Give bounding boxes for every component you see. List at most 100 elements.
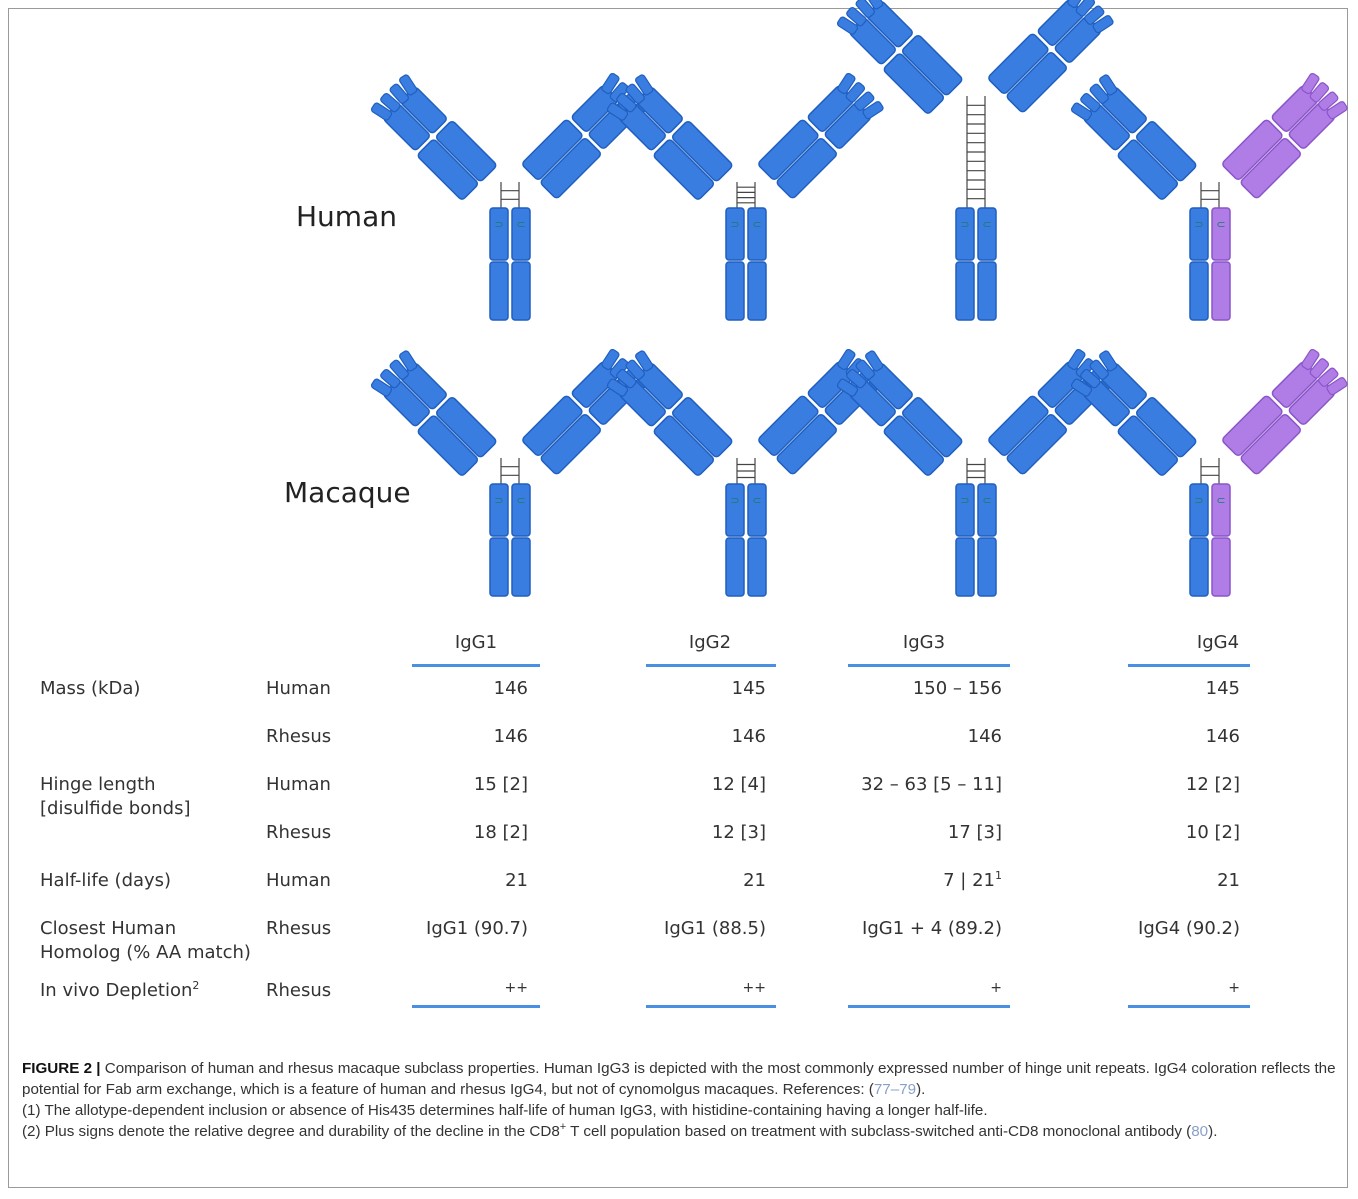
value-cell: 18 [2] [473,822,528,843]
value-cell: ++ [742,980,766,996]
fab-arm-right [1222,72,1348,199]
linker-mark: ⊃ [960,218,969,231]
value-cell: ++ [504,980,528,996]
species-label: Rhesus [266,918,332,939]
value-cell: 12 [2] [1185,774,1240,795]
antibody-macaque-igg2: ⊃⊂ [606,348,884,597]
caption-main: FIGURE 2 | Comparison of human and rhesu… [22,1058,1340,1100]
fab-arm-right [988,0,1114,113]
footer-rule-igg3 [848,1005,1010,1008]
fab-arm-left [370,350,497,476]
value-cell: 21 [505,870,528,891]
species-label: Rhesus [266,822,332,843]
value-cell: 21 [743,870,766,891]
prop-text: In vivo Depletion [40,980,193,1001]
caption-text: (2) Plus signs denote the relative degre… [22,1123,560,1140]
figure-label: FIGURE 2 | [22,1060,101,1077]
value-cell: IgG4 (90.2) [1138,918,1240,939]
value-cell: 146 [967,726,1002,747]
footnote-marker: 2 [192,979,200,992]
prop-closest-homolog: Closest Human [40,918,177,939]
prop-hinge-length-sub: [disulfide bonds] [40,798,191,819]
linker-mark: ⊂ [982,494,991,507]
value-cell: + [1228,980,1240,996]
col-header-igg4: IgG4 [1196,632,1240,653]
antibody-diagram: ⊃⊂⊃⊂⊃⊂⊃⊂⊃⊂⊃⊂⊃⊂⊃⊂ [370,0,1348,597]
linker-mark: ⊃ [730,494,739,507]
species-label: Human [266,678,331,699]
antibody-human-igg2: ⊃⊂ [606,72,884,321]
linker-mark: ⊃ [494,494,503,507]
header-rule-igg3 [848,664,1010,667]
col-header-igg2: IgG2 [688,632,732,653]
species-label: Rhesus [266,726,332,747]
fab-arm-left [1070,350,1197,476]
value-cell: 32 – 63 [5 – 11] [861,774,1002,795]
superscript: + [559,1120,567,1133]
value-cell: 146 [493,726,528,747]
row-label-macaque: Macaque [284,476,411,509]
antibody-macaque-igg4: ⊃⊂ [1070,348,1348,597]
value-cell: 21 [1217,870,1240,891]
value-cell: 12 [3] [711,822,766,843]
value-text: 7 | 21 [943,870,995,891]
header-rule-igg2 [646,664,776,667]
fab-arm-left [370,74,497,200]
footnote-marker: 1 [995,869,1002,882]
fab-arm-left [836,0,963,114]
value-cell: 146 [1205,726,1240,747]
species-label: Human [266,870,331,891]
reference-link[interactable]: 77–79 [873,1081,917,1098]
reference-link[interactable]: 80 [1191,1123,1209,1140]
value-cell: 7 | 211 [802,870,1002,891]
linker-mark: ⊃ [1194,218,1203,231]
linker-mark: ⊂ [516,494,525,507]
value-cell: 17 [3] [947,822,1002,843]
fab-arm-left [606,74,733,200]
value-cell: 15 [2] [473,774,528,795]
prop-half-life: Half-life (days) [40,870,172,891]
prop-mass: Mass (kDa) [40,678,141,699]
caption-text: ). [1208,1123,1218,1140]
figure-caption: FIGURE 2 | Comparison of human and rhesu… [22,1058,1340,1142]
value-cell: 145 [1205,678,1240,699]
antibody-human-igg1: ⊃⊂ [370,72,648,321]
footer-rule-igg2 [646,1005,776,1008]
value-cell: 150 – 156 [912,678,1002,699]
caption-note-1: (1) The allotype-dependent inclusion or … [22,1102,988,1119]
prop-hinge-length: Hinge length [40,774,156,795]
linker-mark: ⊃ [494,218,503,231]
value-cell: IgG1 (88.5) [664,918,766,939]
col-header-igg3: IgG3 [902,632,946,653]
linker-mark: ⊂ [752,494,761,507]
fab-arm-left [606,350,733,476]
linker-mark: ⊂ [1216,218,1225,231]
value-cell: 145 [731,678,766,699]
caption-text: T cell population based on treatment wit… [566,1123,1192,1140]
footer-rule-igg4 [1128,1005,1250,1008]
antibody-human-igg3: ⊃⊂ [836,0,1114,321]
fab-arm-right [758,72,884,199]
header-rule-igg1 [412,664,540,667]
value-cell: IgG1 + 4 (89.2) [862,918,1002,939]
fab-arm-left [1070,74,1197,200]
value-cell: + [990,980,1002,996]
value-cell: 10 [2] [1185,822,1240,843]
prop-closest-homolog-sub: Homolog (% AA match) [40,942,251,963]
row-label-human: Human [296,200,397,233]
linker-mark: ⊃ [1194,494,1203,507]
species-label: Human [266,774,331,795]
linker-mark: ⊂ [982,218,991,231]
fab-arm-left [836,350,963,476]
value-cell: 12 [4] [711,774,766,795]
species-label: Rhesus [266,980,332,1001]
fab-arm-right [522,72,648,199]
footer-rule-igg1 [412,1005,540,1008]
value-cell: 146 [731,726,766,747]
linker-mark: ⊂ [1216,494,1225,507]
antibody-human-igg4: ⊃⊂ [1070,72,1348,321]
linker-mark: ⊂ [752,218,761,231]
fab-arm-right [1222,348,1348,475]
caption-note-2: (2) Plus signs denote the relative degre… [22,1121,1340,1142]
caption-text: Comparison of human and rhesus macaque s… [22,1060,1336,1098]
